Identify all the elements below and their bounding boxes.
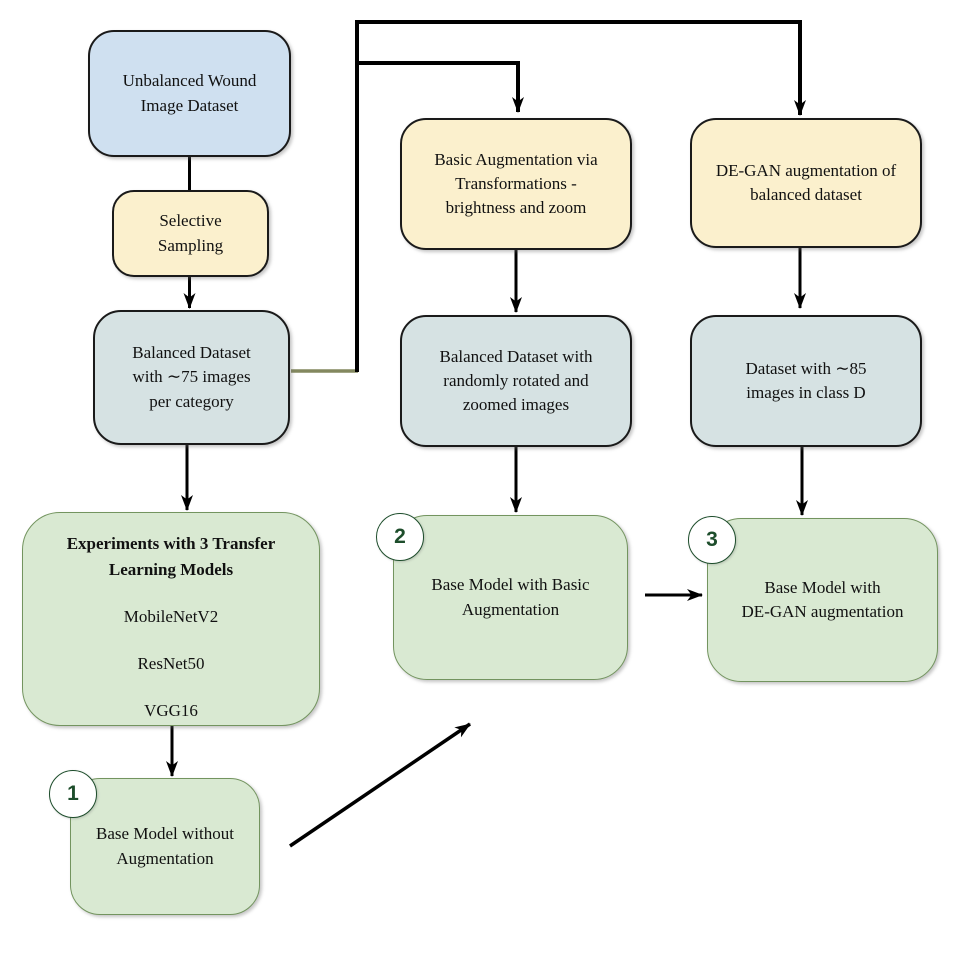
model-resnet50: ResNet50 [137, 654, 205, 674]
node-label: Base Model with Basic Augmentation [431, 575, 590, 619]
node-label: Balanced Dataset with ∼75 images per cat… [132, 343, 251, 411]
model-vgg16: VGG16 [144, 701, 198, 721]
node-balanced-dataset-75: Balanced Dataset with ∼75 images per cat… [93, 310, 290, 445]
node-unbalanced-wound-dataset: Unbalanced Wound Image Dataset [88, 30, 291, 157]
edge-balanced-to-basicaug [357, 61, 524, 113]
node-dataset-85-class-d: Dataset with ∼85 images in class D [690, 315, 922, 447]
node-label: Basic Augmentation via Transformations -… [434, 149, 598, 218]
node-label: Unbalanced Wound Image Dataset [122, 71, 257, 115]
edge-base1-to-base2 [289, 722, 471, 848]
model-mobilenetv2: MobileNetV2 [123, 607, 219, 626]
node-balanced-rotated-dataset: Balanced Dataset with randomly rotated a… [400, 315, 632, 447]
node-label: Selective Sampling [157, 211, 224, 255]
node-label: Balanced Dataset with randomly rotated a… [439, 346, 593, 415]
node-label: Dataset with ∼85 images in class D [745, 358, 867, 402]
node-label: Base Model with DE-GAN augmentation [741, 577, 904, 621]
node-selective-sampling: Selective Sampling [112, 190, 269, 277]
node-base-model-basic-augmentation: Base Model with Basic Augmentation [393, 515, 628, 680]
edge-balanced-to-degan [355, 20, 806, 372]
node-label: Base Model without Augmentation [96, 824, 234, 868]
node-label: DE-GAN augmentation of balanced dataset [715, 160, 897, 204]
node-basic-augmentation: Basic Augmentation via Transformations -… [400, 118, 632, 250]
badge-experiment-2: 2 [376, 513, 424, 561]
node-base-model-no-augmentation: Base Model without Augmentation [70, 778, 260, 915]
experiments-title: Experiments with 3 Transfer Learning Mod… [66, 534, 276, 579]
node-degan-augmentation: DE-GAN augmentation of balanced dataset [690, 118, 922, 248]
node-experiments-transfer-learning: Experiments with 3 Transfer Learning Mod… [22, 512, 320, 726]
badge-experiment-3: 3 [688, 516, 736, 564]
badge-experiment-1: 1 [49, 770, 97, 818]
node-base-model-degan-augmentation: Base Model with DE-GAN augmentation [707, 518, 938, 682]
